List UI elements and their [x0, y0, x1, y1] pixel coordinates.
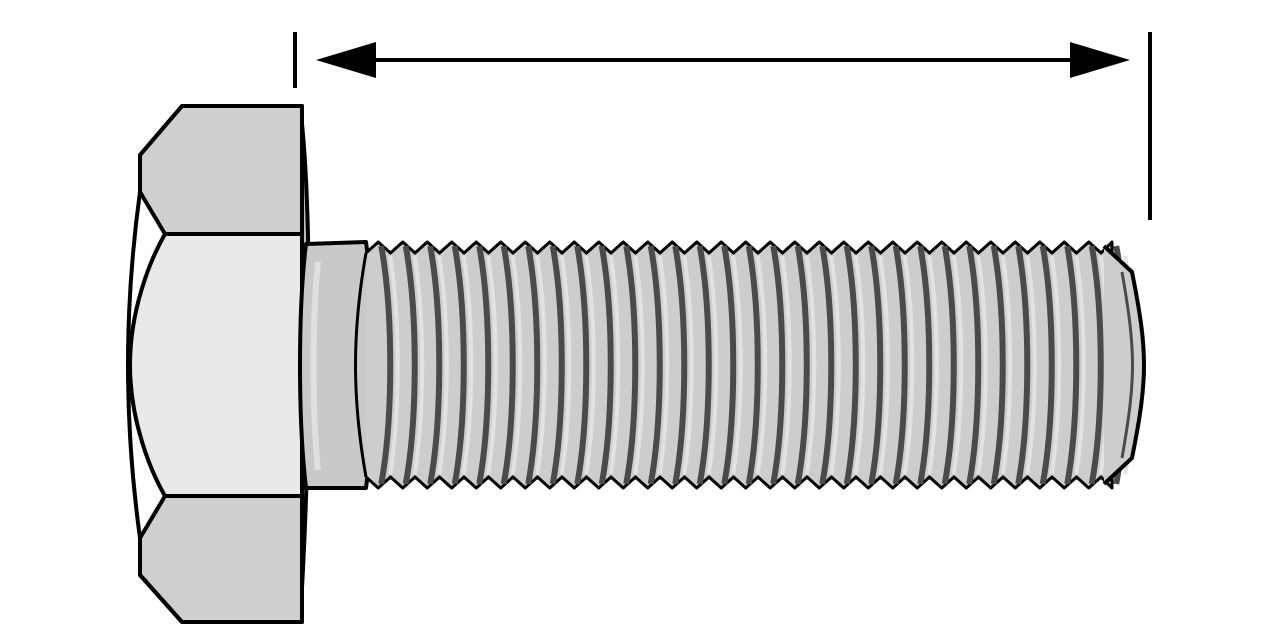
- thread-crest-5: [510, 255, 523, 475]
- thread-root-19: [843, 245, 859, 485]
- thread-crest-10: [633, 255, 645, 475]
- bolt-tip-chamfer-line: [1120, 271, 1134, 459]
- thread-crest-23: [951, 255, 964, 475]
- right-arrowhead: [1070, 42, 1130, 78]
- thread-crest-12: [682, 255, 694, 475]
- thread-root-4: [476, 245, 492, 485]
- thread-root-7: [549, 245, 565, 485]
- thread-crest-11: [657, 255, 670, 475]
- thread-root-29: [1088, 245, 1104, 485]
- thread-root-8: [574, 245, 590, 485]
- thread-root-16: [770, 245, 786, 485]
- thread-crest-18: [829, 255, 841, 475]
- thread-crest-1: [412, 255, 425, 475]
- thread-crest-21: [902, 255, 915, 475]
- thread-root-9: [598, 245, 614, 485]
- thread-crest-22: [927, 255, 939, 475]
- left-arrowhead: [316, 42, 376, 78]
- head-outline: [126, 104, 304, 624]
- thread-crest-9: [608, 255, 621, 475]
- thread-crest-0: [388, 255, 400, 475]
- thread-root-24: [966, 245, 982, 485]
- thread-root-21: [892, 245, 908, 485]
- bolt-threads: [354, 240, 1146, 490]
- shank-highlight: [310, 261, 321, 471]
- thread-crest-27: [1049, 255, 1062, 475]
- thread-root-5: [500, 245, 516, 485]
- thread-root-2: [427, 245, 443, 485]
- thread-crest-14: [731, 255, 743, 475]
- thread-root-20: [868, 245, 884, 485]
- length-dimension: [293, 32, 1152, 220]
- thread-root-1: [402, 245, 418, 485]
- thread-root-14: [721, 245, 737, 485]
- thread-root-18: [819, 245, 835, 485]
- thread-root-17: [794, 245, 810, 485]
- thread-crest-2: [437, 255, 449, 475]
- thread-crest-16: [780, 255, 792, 475]
- thread-crest-19: [853, 255, 866, 475]
- thread-crest-17: [804, 255, 817, 475]
- thread-crest-4: [486, 255, 498, 475]
- thread-crest-3: [461, 255, 474, 475]
- thread-crest-8: [584, 255, 596, 475]
- thread-crest-24: [976, 255, 988, 475]
- thread-crest-25: [1000, 255, 1013, 475]
- thread-crest-6: [535, 255, 547, 475]
- thread-root-26: [1015, 245, 1031, 485]
- bolt-tip: [1102, 244, 1146, 486]
- thread-root-13: [696, 245, 712, 485]
- thread-root-23: [941, 245, 957, 485]
- thread-root-27: [1039, 245, 1055, 485]
- bolt-head: [126, 104, 311, 624]
- thread-root-25: [990, 245, 1006, 485]
- thread-crest-28: [1074, 255, 1086, 475]
- thread-crest-26: [1025, 255, 1037, 475]
- thread-crest-15: [755, 255, 768, 475]
- thread-root-0: [378, 245, 394, 485]
- thread-root-12: [672, 245, 688, 485]
- thread-root-6: [525, 245, 541, 485]
- thread-root-15: [745, 245, 761, 485]
- thread-start-edge: [354, 252, 368, 478]
- thread-root-22: [917, 245, 933, 485]
- thread-root-10: [623, 245, 639, 485]
- thread-root-11: [647, 245, 663, 485]
- thread-crest-7: [559, 255, 572, 475]
- thread-crest-13: [706, 255, 719, 475]
- thread-crest-20: [878, 255, 890, 475]
- thread-root-3: [451, 245, 467, 485]
- head-middle-face: [128, 232, 304, 498]
- thread-root-28: [1064, 245, 1080, 485]
